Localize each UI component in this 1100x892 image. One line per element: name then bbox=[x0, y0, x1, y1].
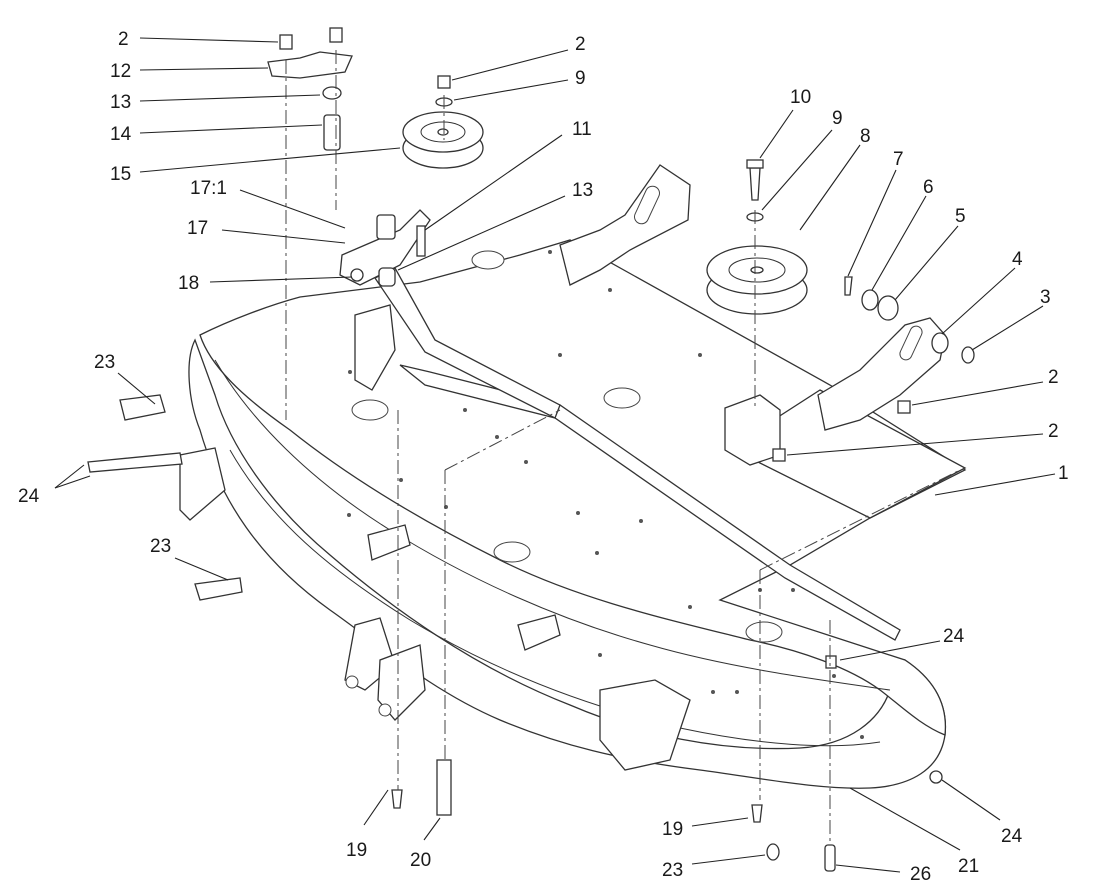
center-lines bbox=[285, 50, 961, 845]
callout-9: 9 bbox=[575, 68, 586, 89]
callout-19: 19 bbox=[346, 840, 367, 861]
spindle-hole-left bbox=[351, 399, 389, 421]
callout-3: 3 bbox=[1040, 287, 1051, 308]
spindle-hole-front-right bbox=[745, 621, 783, 643]
nut-24-bottom bbox=[929, 770, 943, 784]
hardware-items bbox=[87, 27, 975, 872]
callout-1: 1 bbox=[1058, 463, 1069, 484]
callout-24: 24 bbox=[1001, 826, 1023, 847]
callout-2: 2 bbox=[575, 34, 586, 55]
nut-2-right-upper bbox=[897, 400, 911, 414]
nut-3 bbox=[961, 346, 975, 364]
bolt-20 bbox=[436, 759, 452, 816]
pin-26 bbox=[824, 844, 836, 872]
callout-24: 24 bbox=[18, 486, 40, 507]
bearing-5 bbox=[877, 295, 899, 321]
bolt-23-bottom bbox=[766, 843, 780, 861]
nut-2-top-right bbox=[329, 27, 343, 43]
callout-13: 13 bbox=[110, 92, 131, 113]
callout-26: 26 bbox=[910, 864, 931, 885]
idler-arm-pivot bbox=[376, 214, 396, 240]
bolt-10 bbox=[749, 167, 761, 201]
nut-2-pulley bbox=[437, 75, 451, 89]
spindle-hole-front-left bbox=[493, 541, 531, 563]
pin-7 bbox=[844, 276, 853, 296]
mower-deck-housing bbox=[188, 239, 967, 789]
deck-bolt-holes bbox=[347, 250, 864, 739]
spring-11 bbox=[416, 225, 426, 257]
rod-24 bbox=[87, 452, 183, 473]
callout-2: 2 bbox=[1048, 367, 1059, 388]
plate-12 bbox=[267, 51, 353, 79]
front-lift-arm-right bbox=[377, 644, 426, 721]
callout-17-1: 17:1 bbox=[190, 178, 227, 199]
front-baffle-bracket bbox=[599, 679, 691, 771]
callout-23: 23 bbox=[662, 860, 683, 881]
callout-5: 5 bbox=[955, 206, 966, 227]
callout-6: 6 bbox=[923, 177, 934, 198]
spindle-hole-rear bbox=[471, 250, 505, 270]
callout-11: 11 bbox=[572, 119, 592, 140]
idler-arm bbox=[339, 209, 431, 286]
bolt-19-left bbox=[391, 789, 403, 809]
callout-7: 7 bbox=[893, 149, 904, 170]
callout-21: 21 bbox=[958, 856, 979, 877]
bolt-23-upper bbox=[119, 394, 166, 421]
callout-18: 18 bbox=[178, 273, 199, 294]
spacer-13 bbox=[322, 86, 342, 100]
left-hanger-bracket bbox=[179, 447, 226, 521]
callout-14: 14 bbox=[110, 124, 132, 145]
callout-2: 2 bbox=[1048, 421, 1059, 442]
deck-rim-line bbox=[214, 359, 891, 691]
callout-13: 13 bbox=[572, 180, 593, 201]
washer-6 bbox=[861, 289, 879, 311]
idler-pulley-15 bbox=[402, 111, 484, 169]
callout-10: 10 bbox=[790, 87, 811, 108]
deck-baffle-strip bbox=[399, 364, 901, 641]
callout-17: 17 bbox=[187, 218, 208, 239]
bolt-19-right bbox=[751, 804, 763, 823]
deck-skirt-line bbox=[229, 449, 881, 747]
leader-lines bbox=[54, 37, 1056, 873]
nut-2-right-lower bbox=[772, 448, 786, 462]
callout-23: 23 bbox=[94, 352, 115, 373]
callout-9: 9 bbox=[832, 108, 843, 129]
callout-12: 12 bbox=[110, 61, 131, 82]
callout-20: 20 bbox=[410, 850, 431, 871]
callout-19: 19 bbox=[662, 819, 683, 840]
mid-tab bbox=[367, 524, 411, 561]
idler-bracket-block bbox=[724, 394, 781, 466]
idler-arm-bracket bbox=[817, 317, 946, 431]
bolt-23-lower bbox=[194, 577, 243, 601]
idler-pulley-8 bbox=[706, 245, 808, 315]
nut-18 bbox=[350, 268, 364, 282]
callout-8: 8 bbox=[860, 126, 871, 147]
rear-hanger-bracket bbox=[354, 304, 396, 391]
callout-15: 15 bbox=[110, 164, 131, 185]
callout-2: 2 bbox=[118, 29, 129, 50]
nut-2-top-left bbox=[279, 34, 293, 50]
callout-24: 24 bbox=[943, 626, 965, 647]
callout-23: 23 bbox=[150, 536, 171, 557]
washer-4 bbox=[931, 332, 949, 354]
spindle-hole-center bbox=[603, 387, 641, 409]
bushing-13 bbox=[378, 267, 396, 287]
callout-4: 4 bbox=[1012, 249, 1023, 270]
bushing-14 bbox=[323, 114, 341, 151]
front-tab bbox=[517, 614, 561, 651]
callout-labels: 2 12 13 14 15 17:1 17 18 2 9 11 13 10 9 … bbox=[18, 29, 1069, 885]
nut-24-right bbox=[825, 655, 837, 669]
